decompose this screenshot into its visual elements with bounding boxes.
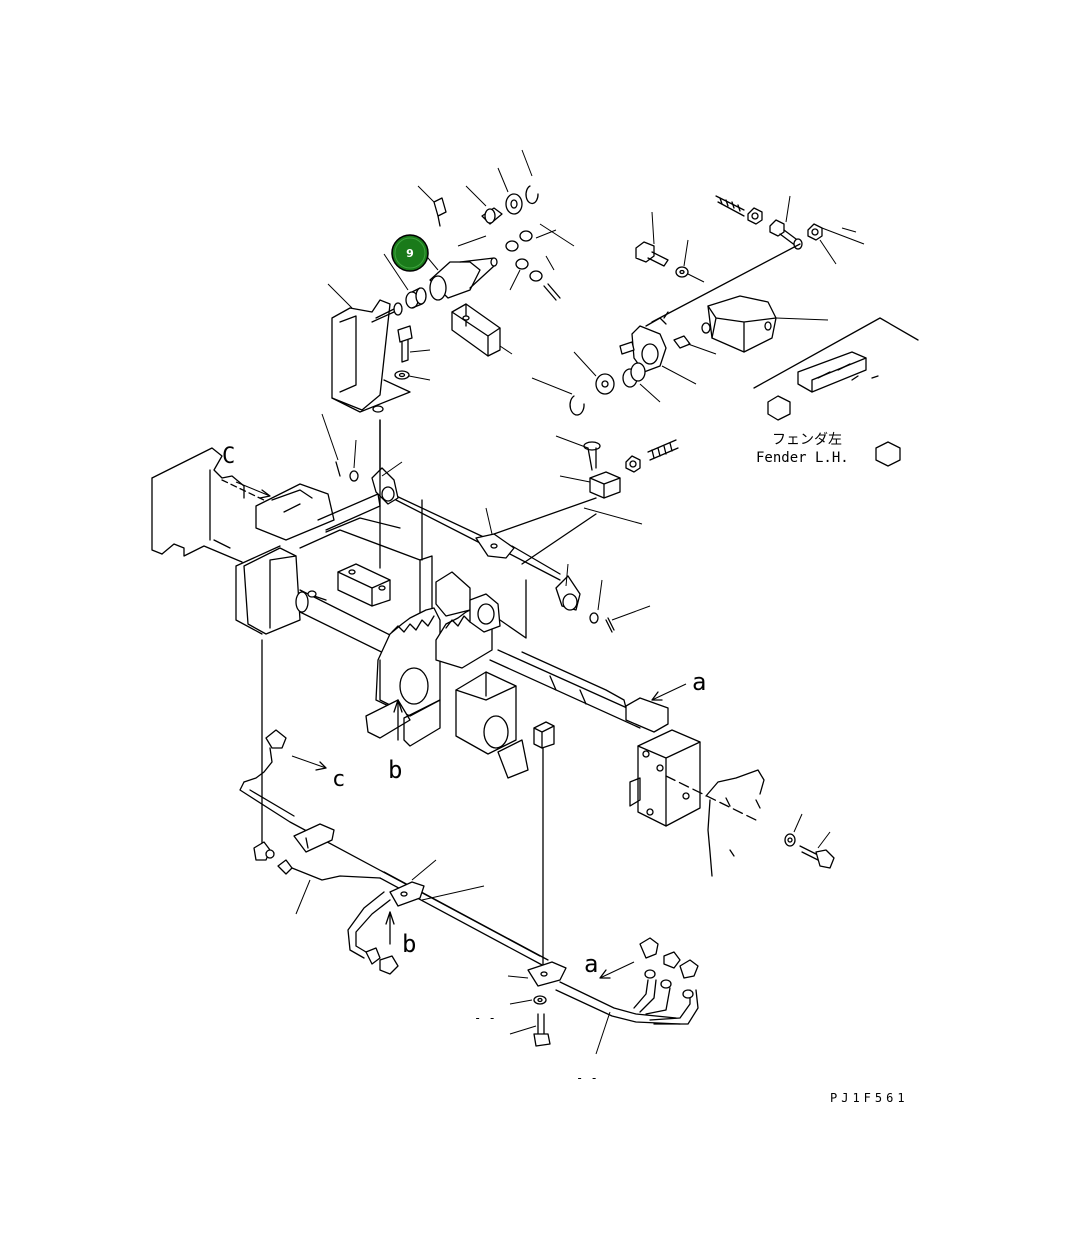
cotter-pin — [321, 413, 341, 477]
hex-bolt-icon — [635, 211, 669, 267]
upper-linkage-parts — [327, 149, 575, 413]
callout-9-label: 9 — [406, 247, 414, 260]
bushing-icon — [465, 185, 503, 225]
stopper-block — [559, 471, 643, 525]
lower-piping: c b a — [239, 639, 699, 1085]
hex-bolt-icon — [397, 325, 431, 363]
hex-nut-icon — [365, 947, 399, 975]
fender-label-jp: フェンダ左 — [772, 432, 842, 448]
elbow-fitting — [243, 729, 287, 783]
grease-fitting-icon — [673, 335, 717, 355]
view-b-lower-label: b — [402, 930, 416, 958]
hex-bolt-icon — [509, 1013, 551, 1047]
washer-icon — [349, 439, 359, 482]
washer-icon — [509, 995, 547, 1005]
view-a-upper-label: a — [692, 668, 706, 696]
right-upper-parts: フェンダ左 Fender L.H. — [531, 195, 919, 467]
bushing-icon — [622, 362, 661, 403]
bushing-icon — [383, 253, 427, 309]
stand-bracket — [331, 299, 411, 413]
snap-ring-icon — [589, 579, 603, 624]
fender-bracket — [797, 351, 879, 393]
washer-icon — [573, 351, 615, 395]
fender-label-en: Fender L.H. — [756, 450, 849, 466]
hex-nut-icon — [747, 207, 763, 225]
hex-bolt-icon — [799, 831, 835, 869]
washer-icon — [394, 370, 431, 381]
stopper-block — [451, 303, 513, 357]
grease-fitting-icon — [417, 185, 447, 227]
hex-nut-icon — [644, 969, 694, 999]
hex-bolt-icon — [555, 435, 601, 471]
qty-mark-2: - - — [576, 1071, 598, 1085]
hex-bolt-icon — [769, 195, 803, 250]
view-c-upper-label: C — [222, 444, 235, 469]
snap-ring-icon — [531, 377, 585, 416]
main-frame: C — [151, 419, 835, 877]
cotter-pin — [605, 605, 651, 633]
lever-plate — [619, 311, 697, 385]
lever-arm — [417, 235, 498, 301]
fender-label: フェンダ左 Fender L.H. — [756, 395, 901, 467]
hex-nut-icon — [505, 223, 575, 301]
threaded-rod — [647, 439, 679, 461]
snap-ring-icon — [521, 149, 539, 205]
washer-icon — [784, 813, 803, 847]
qty-mark-1: - - — [474, 1011, 496, 1025]
view-b-upper-label: b — [388, 756, 402, 784]
middle-link — [321, 413, 679, 633]
view-a-lower-label: a — [584, 950, 598, 978]
view-c-lower-label: c — [332, 767, 345, 792]
hex-nut-icon — [807, 223, 865, 265]
callout-9[interactable]: 9 — [391, 234, 429, 272]
elbow-fitting — [639, 937, 699, 979]
washer-icon — [497, 167, 523, 215]
hex-bolt-icon — [715, 195, 745, 217]
washer-icon — [675, 239, 705, 283]
hex-nut-icon — [625, 455, 641, 473]
drawing-code: PJ1F561 — [830, 1091, 909, 1105]
switch-cover — [701, 295, 919, 389]
